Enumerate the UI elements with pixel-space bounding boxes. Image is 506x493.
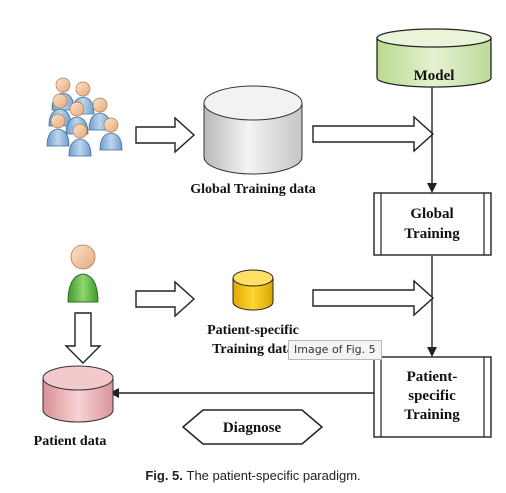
hollow-arrow-right-4 <box>312 279 435 317</box>
figure-caption: Fig. 5. The patient-specific paradigm. <box>0 468 506 483</box>
image-tooltip: Image of Fig. 5 <box>288 340 382 360</box>
patient-data-database-icon <box>42 365 114 423</box>
global-training-data-label: Global Training data <box>190 182 316 197</box>
hollow-arrow-down <box>64 312 102 364</box>
diagnose-label: Diagnose <box>223 420 282 436</box>
model-label: Model <box>414 68 455 84</box>
hollow-arrow-right-2 <box>312 115 435 153</box>
model-database-icon <box>376 28 492 88</box>
hollow-arrow-right-1 <box>135 116 196 154</box>
patient-data-label: Patient data <box>34 434 107 449</box>
global-training-data-database-icon <box>203 85 303 175</box>
caption-label: Fig. 5. <box>145 468 183 483</box>
patient-specific-training-label-line2: specific <box>408 388 456 404</box>
patient-specific-training-label-line1: Patient- <box>407 369 458 385</box>
global-training-box <box>373 192 492 256</box>
global-training-label-line1: Global <box>410 206 453 222</box>
patient-specific-training-data-label-line2: Training data <box>212 342 294 357</box>
patient-specific-training-data-database-icon <box>232 269 274 311</box>
diagnose-hexagon <box>181 409 324 445</box>
patient-specific-training-box <box>373 356 492 438</box>
global-training-label-line2: Training <box>404 226 460 242</box>
hollow-arrow-right-3 <box>135 280 196 318</box>
patient-person-icon <box>67 244 99 303</box>
people-group-icon <box>46 77 123 157</box>
patient-specific-training-label-line3: Training <box>404 407 460 423</box>
caption-text: The patient-specific paradigm. <box>186 468 361 483</box>
patient-specific-training-data-label-line1: Patient-specific <box>207 323 299 338</box>
